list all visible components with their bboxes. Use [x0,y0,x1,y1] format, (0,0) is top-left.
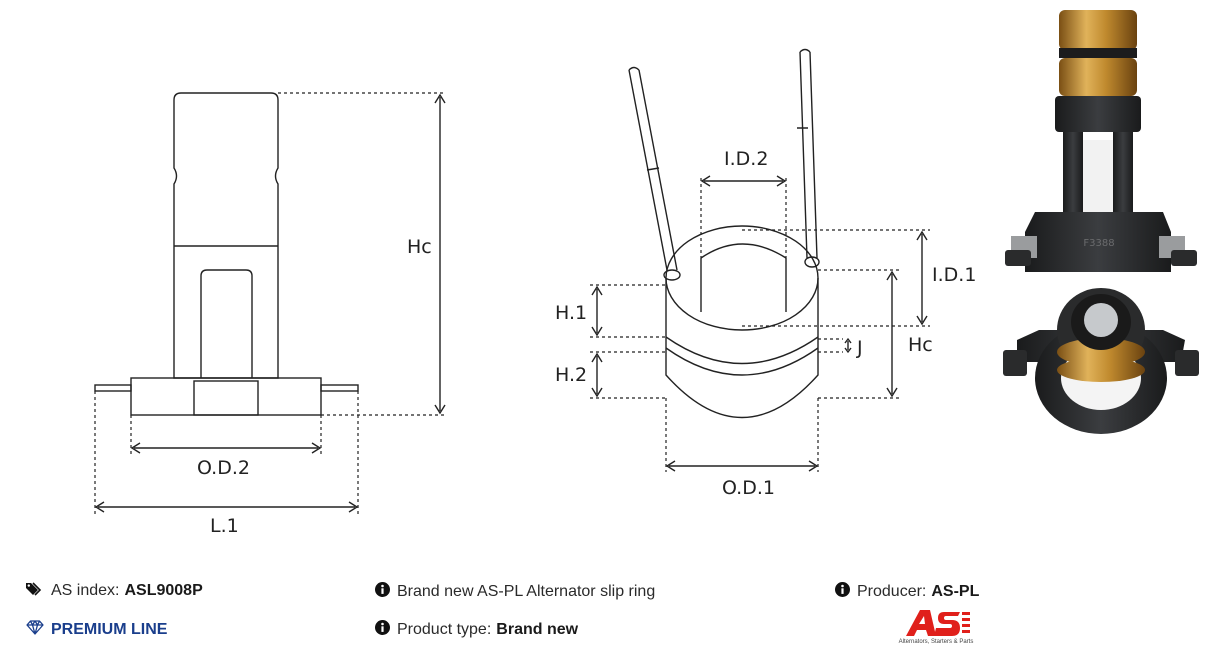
tags-icon [26,582,44,600]
dimension-arrows-left [94,93,446,513]
product-type-value: Brand new [496,620,579,638]
as-pl-logo: AS Alternators, Starters & Parts [886,606,986,646]
as-index-value: ASL9008P [124,582,203,599]
premium-line-text: PREMIUM LINE [51,620,168,638]
info-circle-icon [375,620,390,639]
photo-marking: F3388 [1083,238,1114,249]
product-photo: F3388 [1003,10,1199,434]
slip-ring-photo-top [1003,288,1199,434]
product-type: Product type: Brand new [375,620,578,639]
dimension-label-j: J [857,337,863,359]
product-description: Brand new AS-PL Alternator slip ring [375,582,655,601]
diamond-icon [26,620,44,639]
producer-label: Producer: [857,582,927,600]
side-view-drawing [94,92,359,416]
product-figure: Hc O.D.2 L.1 I.D.2 I.D.1 H.1 H.2 J Hc O.… [94,10,1199,537]
producer-value: AS-PL [931,582,980,600]
dimension-label-h1: H.1 [555,302,588,324]
slip-ring-photo-side: F3388 [1005,10,1197,272]
iso-view-drawing [628,48,820,419]
info-circle-icon [835,582,850,601]
dimension-label-id2: I.D.2 [724,148,769,170]
dimension-arrows-right [591,175,928,472]
dimension-label-id1: I.D.1 [932,264,977,286]
premium-line-badge: PREMIUM LINE [26,620,167,639]
technical-drawing [94,48,930,515]
info-circle-icon [375,582,390,601]
dimension-label-l1: L.1 [210,515,239,537]
product-type-label: Product type: [397,620,492,638]
dimension-label-h2: H.2 [555,364,588,386]
dimension-label-hc-right: Hc [908,334,933,356]
dimension-label-hc-left: Hc [407,236,432,258]
dimension-label-od1: O.D.1 [722,477,775,499]
producer: Producer: AS-PL [835,582,979,601]
as-index: AS index: ASL9008P [26,582,203,600]
description-text: Brand new AS-PL Alternator slip ring [397,582,656,600]
as-index-label: AS index: [51,582,120,599]
as-logo-mark: AS [906,610,970,636]
logo-tagline: Alternators, Starters & Parts [898,639,974,645]
dimension-label-od2: O.D.2 [197,457,250,479]
